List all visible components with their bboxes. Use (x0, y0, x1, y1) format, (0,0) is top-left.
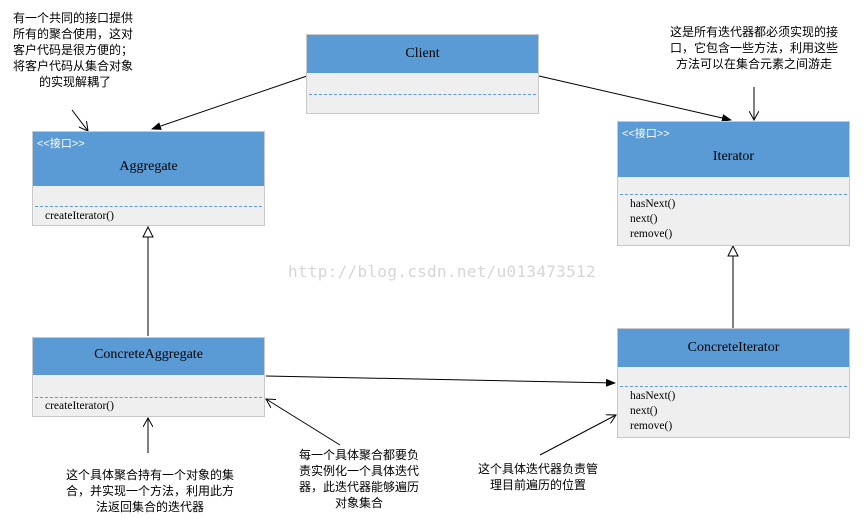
note-line: 每一个具体聚合都要负 (298, 448, 419, 462)
method-has-next: hasNext() (630, 390, 676, 402)
aggregate-class-name: Aggregate (119, 159, 178, 174)
concrete-iterator-methods: hasNext() next() remove() (630, 389, 675, 434)
concrete-iterator-class-divider (620, 386, 847, 387)
method-remove: remove() (630, 420, 673, 432)
note-line: 的实现解耦了 (39, 75, 112, 89)
method-create-iterator: createIterator() (45, 400, 114, 412)
iterator-class-divider (620, 194, 847, 195)
note-line: 客户代码是很方便的； (13, 43, 134, 57)
create-iterator-note: 每一个具体聚合都要负 责实例化一个具体迭代 器，此迭代器能够遍历 对象集合 (284, 447, 434, 511)
concrete-aggregate-class[interactable]: ConcreteAggregate createIterator() (32, 337, 265, 417)
concrete-aggregate-class-header (33, 338, 264, 375)
note-line: 对象集合 (334, 496, 383, 510)
concrete-aggregate-class-name: ConcreteAggregate (94, 347, 203, 362)
client-class-name: Client (405, 46, 440, 61)
aggregate-note-arrow (71, 109, 88, 131)
client-to-iterator-association (538, 75, 732, 122)
iterator-note: 这是所有迭代器都必须实现的接 口，它包含一些方法，利用这些 方法可以在集合元素之… (660, 24, 848, 72)
note-line: 理目前遍历的位置 (489, 478, 586, 492)
client-to-aggregate-association (151, 75, 308, 130)
method-next: next() (630, 213, 658, 225)
concrete-iterator-note: 这个具体迭代器负责管 理目前遍历的位置 (468, 461, 608, 493)
concrete-aggregate-methods: createIterator() (45, 399, 114, 414)
aggregate-class-divider (35, 206, 262, 207)
aggregate-class[interactable]: <<接口>> Aggregate createIterator() (32, 131, 265, 226)
note-line: 有一个共同的接口提供 (13, 11, 134, 25)
iterator-class-header (618, 122, 849, 177)
iterator-stereotype: <<接口>> (622, 128, 670, 140)
note-line: 这个具体迭代器负责管 (477, 462, 598, 476)
aggregate-note: 有一个共同的接口提供 所有的聚合使用，这对 客户代码是很方便的； 将客户代码从集… (13, 10, 153, 90)
aggregate-class-header (33, 132, 264, 186)
note-line: 口，它包含一些方法，利用这些 (669, 41, 838, 55)
concrete-aggregate-class-divider (35, 397, 262, 398)
iterator-methods: hasNext() next() remove() (630, 197, 675, 242)
concrete-iterator-class[interactable]: ConcreteIterator hasNext() next() remove… (617, 328, 850, 438)
method-create-iterator: createIterator() (45, 210, 114, 222)
method-remove: remove() (630, 228, 673, 240)
client-class-divider (309, 94, 536, 95)
aggregate-stereotype: <<接口>> (37, 138, 85, 150)
method-next: next() (630, 405, 658, 417)
method-has-next: hasNext() (630, 198, 676, 210)
client-class[interactable]: Client (306, 34, 539, 114)
note-line: 合，并实现一个方法，利用此方 (65, 484, 234, 498)
note-line: 这个具体聚合持有一个对象的集 (65, 468, 234, 482)
watermark: http://blog.csdn.net/u013473512 (288, 262, 596, 281)
concrete-iterator-class-header (618, 329, 849, 367)
iterator-class[interactable]: <<接口>> Iterator hasNext() next() remove(… (617, 121, 850, 246)
concrete-iterator-note-arrow (539, 415, 616, 456)
aggregate-methods: createIterator() (45, 209, 114, 224)
note-line: 法返回集合的迭代器 (95, 500, 204, 514)
concrete-iterator-class-name: ConcreteIterator (687, 340, 780, 355)
note-line: 方法可以在集合元素之间游走 (675, 57, 832, 71)
create-note-arrow (266, 399, 341, 446)
iterator-class-name: Iterator (712, 149, 755, 164)
concrete-aggregate-note: 这个具体聚合持有一个对象的集 合，并实现一个方法，利用此方 法返回集合的迭代器 (52, 467, 248, 515)
note-line: 责实例化一个具体迭代 (298, 464, 419, 478)
note-line: 将客户代码从集合对象 (13, 59, 134, 73)
concrete-aggregate-creates-concrete-iterator (265, 375, 616, 387)
note-line: 所有的聚合使用，这对 (13, 27, 134, 41)
note-line: 这是所有迭代器都必须实现的接 (669, 25, 838, 39)
note-line: 器，此迭代器能够遍历 (298, 480, 419, 494)
client-class-header (307, 35, 538, 73)
